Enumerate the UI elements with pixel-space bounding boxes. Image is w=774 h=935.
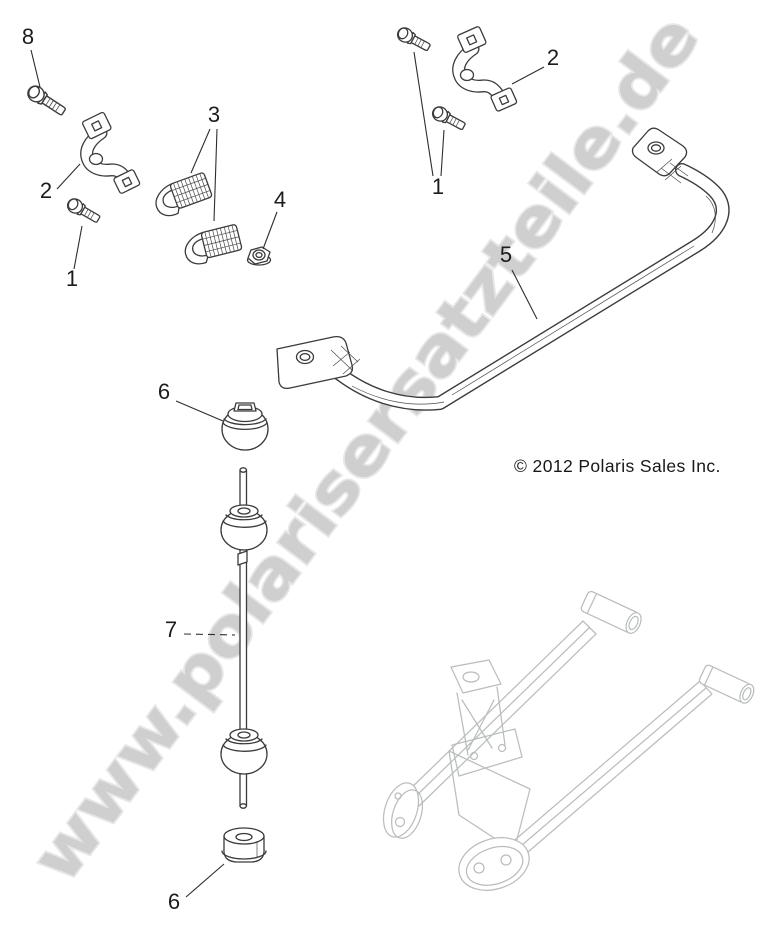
part-bracket-left <box>80 111 141 194</box>
rod-flat-detail <box>237 550 248 566</box>
part-stabilizer-bar <box>276 127 730 411</box>
callout-1-left: 1 <box>66 266 78 291</box>
callout-7: 7 <box>165 617 177 642</box>
callout-4: 4 <box>274 187 286 212</box>
callout-6-top: 6 <box>158 379 170 404</box>
callout-6-bottom: 6 <box>168 889 180 914</box>
part-bushing-top <box>221 402 269 451</box>
callout-8: 8 <box>22 24 34 49</box>
part-bolt-8 <box>27 85 67 116</box>
callout-labels: 8 2 1 3 4 1 2 5 6 7 6 <box>22 24 559 914</box>
link-lower-bushing <box>220 728 268 775</box>
link-upper-bushing <box>220 504 268 551</box>
callout-2-right: 2 <box>547 45 559 70</box>
part-bushing-bottom <box>221 827 267 863</box>
bar-left-mount-tab <box>276 335 354 390</box>
suspension-assembly-sketch <box>382 590 755 891</box>
part-flange-nut <box>246 246 272 266</box>
copyright-text: © 2012 Polaris Sales Inc. <box>514 456 721 476</box>
part-serrated-clamp-upper <box>155 172 213 217</box>
part-bolt-1-right-lower <box>431 106 466 131</box>
part-bolt-1-right-upper <box>396 27 431 52</box>
part-bracket-right <box>452 26 518 112</box>
callout-1-right: 1 <box>432 174 444 199</box>
callout-2-left: 2 <box>40 178 52 203</box>
part-serrated-clamp-lower <box>184 224 243 265</box>
leader-lines <box>30 49 545 898</box>
part-bolt-1-left <box>66 198 101 223</box>
callout-3: 3 <box>208 102 220 127</box>
callout-5: 5 <box>500 242 512 267</box>
part-link-rod-assembly <box>220 467 268 809</box>
